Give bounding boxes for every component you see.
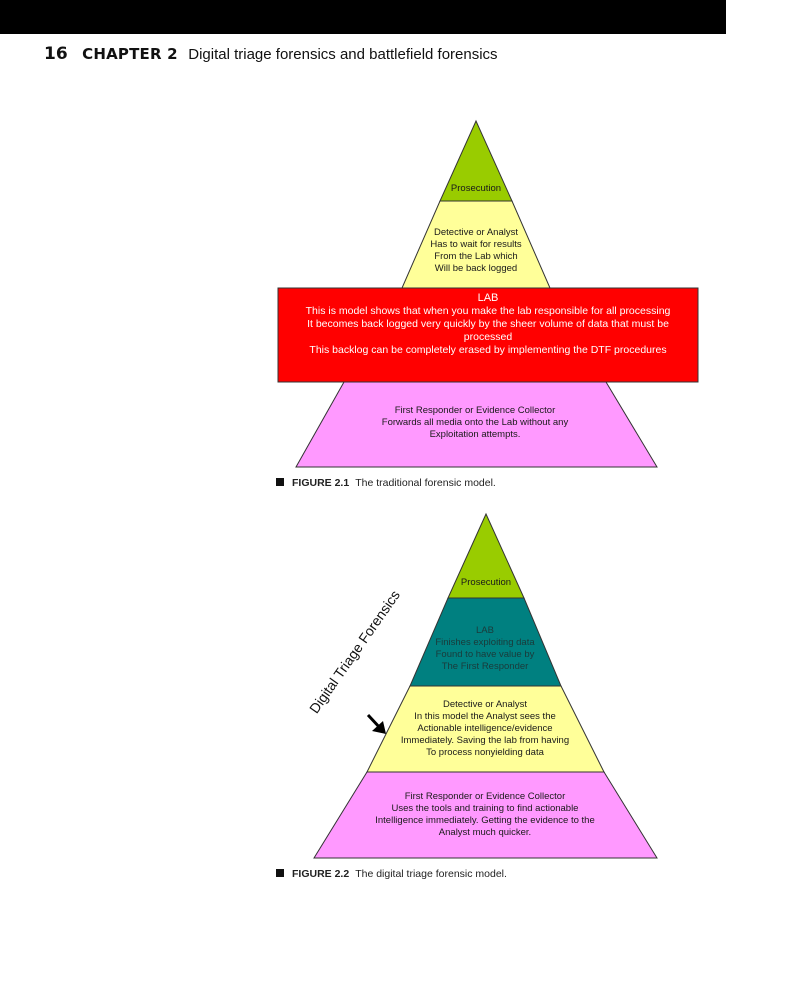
top-band — [0, 0, 726, 34]
fig2-detective-label: Detective or Analyst In this model the A… — [400, 699, 570, 758]
fig1-detective-label: Detective or Analyst Has to wait for res… — [430, 227, 522, 274]
fig2-first-responder-label: First Responder or Evidence Collector Us… — [375, 791, 595, 838]
page-number: 16 — [44, 44, 68, 64]
fig2-prosecution-label: Prosecution — [460, 577, 512, 588]
chapter-label: CHAPTER 2 — [82, 45, 178, 63]
caption-bullet — [276, 478, 284, 486]
caption-bullet — [276, 869, 284, 877]
fig2-lab-label: LAB Finishes exploiting data Found to ha… — [435, 625, 535, 672]
fig1-prosecution-label: Prosecution — [450, 183, 502, 194]
page-header: 16 CHAPTER 2 Digital triage forensics an… — [44, 44, 498, 64]
first-responder-tier — [313, 771, 658, 859]
arrow-icon — [366, 713, 386, 734]
fig1-first-responder-label: First Responder or Evidence Collector Fo… — [381, 405, 569, 440]
lab-box — [277, 287, 699, 383]
fig1-lab-text: LAB This is model shows that when you ma… — [305, 292, 671, 356]
chapter-title: Digital triage forensics and battlefield… — [188, 46, 498, 63]
